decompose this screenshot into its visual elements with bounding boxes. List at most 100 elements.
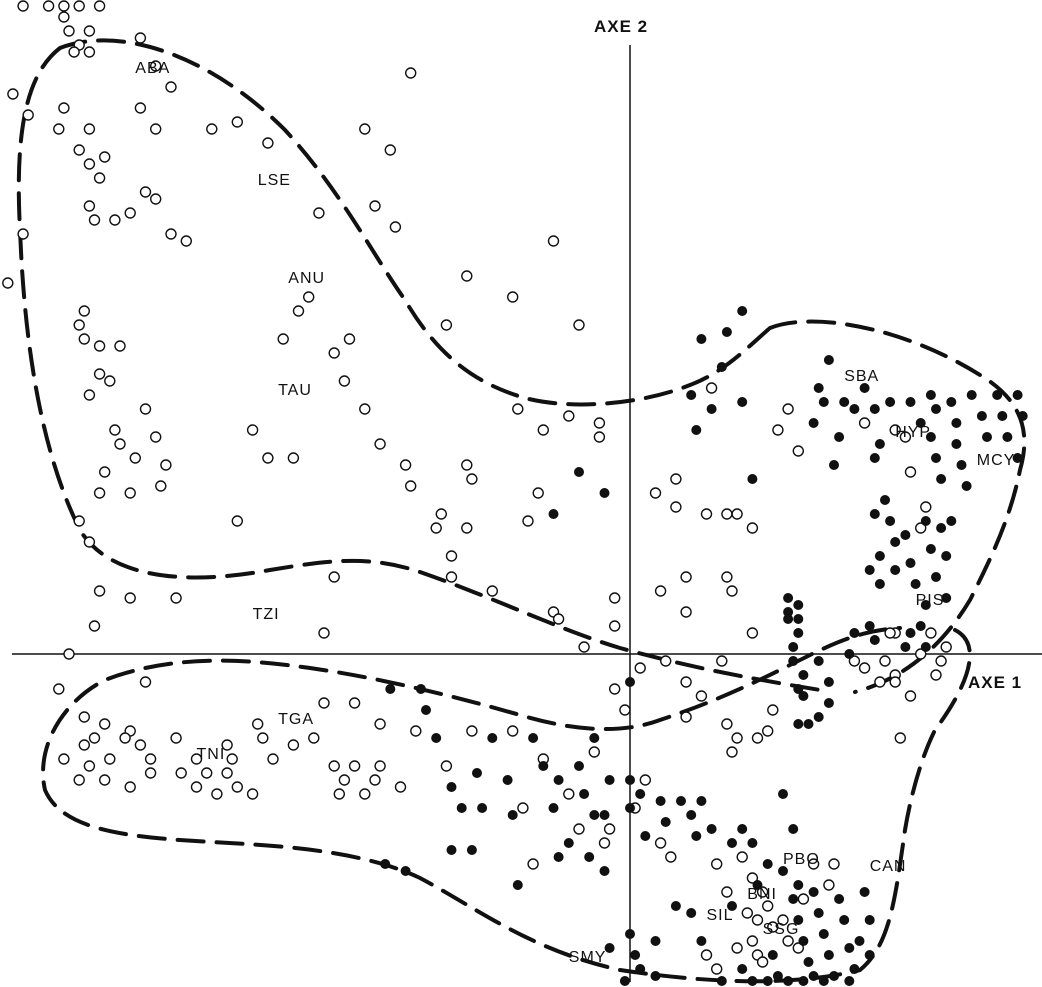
filled-point-10 [813,383,824,394]
filled-point-52 [905,558,916,569]
open-point-135 [287,739,300,751]
filled-point-4 [686,390,697,401]
open-point-1 [42,0,55,12]
open-point-51 [114,438,126,450]
cluster-outlines [16,38,1027,984]
open-point-27 [109,214,121,226]
open-point-206 [904,690,917,702]
filled-point-58 [941,551,952,562]
filled-point-43 [869,509,880,520]
open-point-160 [573,823,585,835]
open-point-110 [53,683,65,695]
open-point-191 [762,900,774,912]
open-point-74 [430,522,442,534]
filled-point-161 [849,964,860,975]
filled-point-84 [803,719,814,730]
filled-point-28 [936,474,947,485]
open-point-33 [206,123,218,135]
open-point-8 [83,25,96,37]
filled-point-112 [625,775,636,786]
open-point-37 [303,291,315,303]
cluster-outline-upper-left [16,38,822,692]
open-point-132 [252,718,264,730]
open-point-221 [731,508,743,520]
open-point-113 [139,676,152,688]
filled-point-114 [635,789,646,800]
filled-point-86 [798,691,809,702]
filled-point-26 [925,432,936,443]
open-point-157 [507,725,519,737]
filled-point-47 [874,551,885,562]
filled-point-24 [925,390,936,401]
open-point-44 [78,333,91,345]
open-point-29 [139,186,152,198]
filled-point-120 [512,880,523,891]
filled-point-51 [900,530,911,541]
filled-point-57 [936,523,947,534]
filled-point-46 [890,537,901,548]
open-point-12 [149,60,162,72]
filled-point-155 [818,929,829,940]
open-point-100 [609,592,621,604]
x-axis-title: AXE 1 [968,673,1022,692]
open-point-144 [394,781,407,793]
filled-point-122 [446,845,457,856]
open-point-15 [58,102,70,114]
open-point-87 [440,319,453,331]
open-point-238 [746,627,759,639]
open-point-3 [58,0,70,12]
filled-point-174 [625,929,636,940]
open-point-96 [445,571,458,583]
filled-point-136 [630,950,641,961]
open-point-169 [660,655,672,667]
filled-point-145 [788,824,799,835]
filled-point-49 [874,579,885,590]
open-point-171 [680,676,692,688]
open-point-189 [741,907,753,919]
open-point-2 [73,0,85,12]
filled-point-117 [553,852,564,863]
open-point-77 [466,473,478,485]
open-point-121 [58,753,70,765]
open-point-107 [170,592,182,604]
filled-point-5 [706,404,717,415]
open-point-60 [83,536,96,548]
open-point-167 [609,683,621,695]
open-point-182 [654,837,667,849]
open-point-216 [649,487,662,499]
open-point-55 [160,459,172,471]
open-point-131 [226,753,238,765]
filled-point-140 [696,936,707,947]
open-point-39 [277,333,289,345]
open-point-88 [461,270,473,282]
open-point-81 [512,403,524,415]
filled-point-17 [859,383,870,394]
open-point-18 [98,151,111,163]
filled-point-18 [869,404,880,415]
cluster-outline-right [768,319,1027,694]
filled-point-13 [834,432,845,443]
filled-point-153 [808,887,819,898]
filled-point-169 [854,936,865,947]
filled-point-159 [839,915,850,926]
open-point-95 [547,235,560,247]
open-point-36 [313,207,325,219]
open-point-94 [405,67,417,79]
filled-point-118 [584,852,595,863]
open-point-174 [721,718,733,730]
filled-point-32 [956,460,967,471]
filled-point-48 [864,565,875,576]
filled-point-94 [446,782,457,793]
open-point-118 [88,732,101,744]
open-point-192 [767,921,779,933]
filled-point-67 [864,621,875,632]
filled-point-100 [507,810,518,821]
filled-point-156 [823,950,834,961]
open-point-32 [180,235,193,247]
open-point-64 [262,452,274,464]
filled-point-44 [880,495,891,506]
filled-point-147 [793,880,804,891]
filled-point-167 [859,887,870,898]
open-point-9 [83,46,96,58]
open-point-130 [221,739,233,751]
